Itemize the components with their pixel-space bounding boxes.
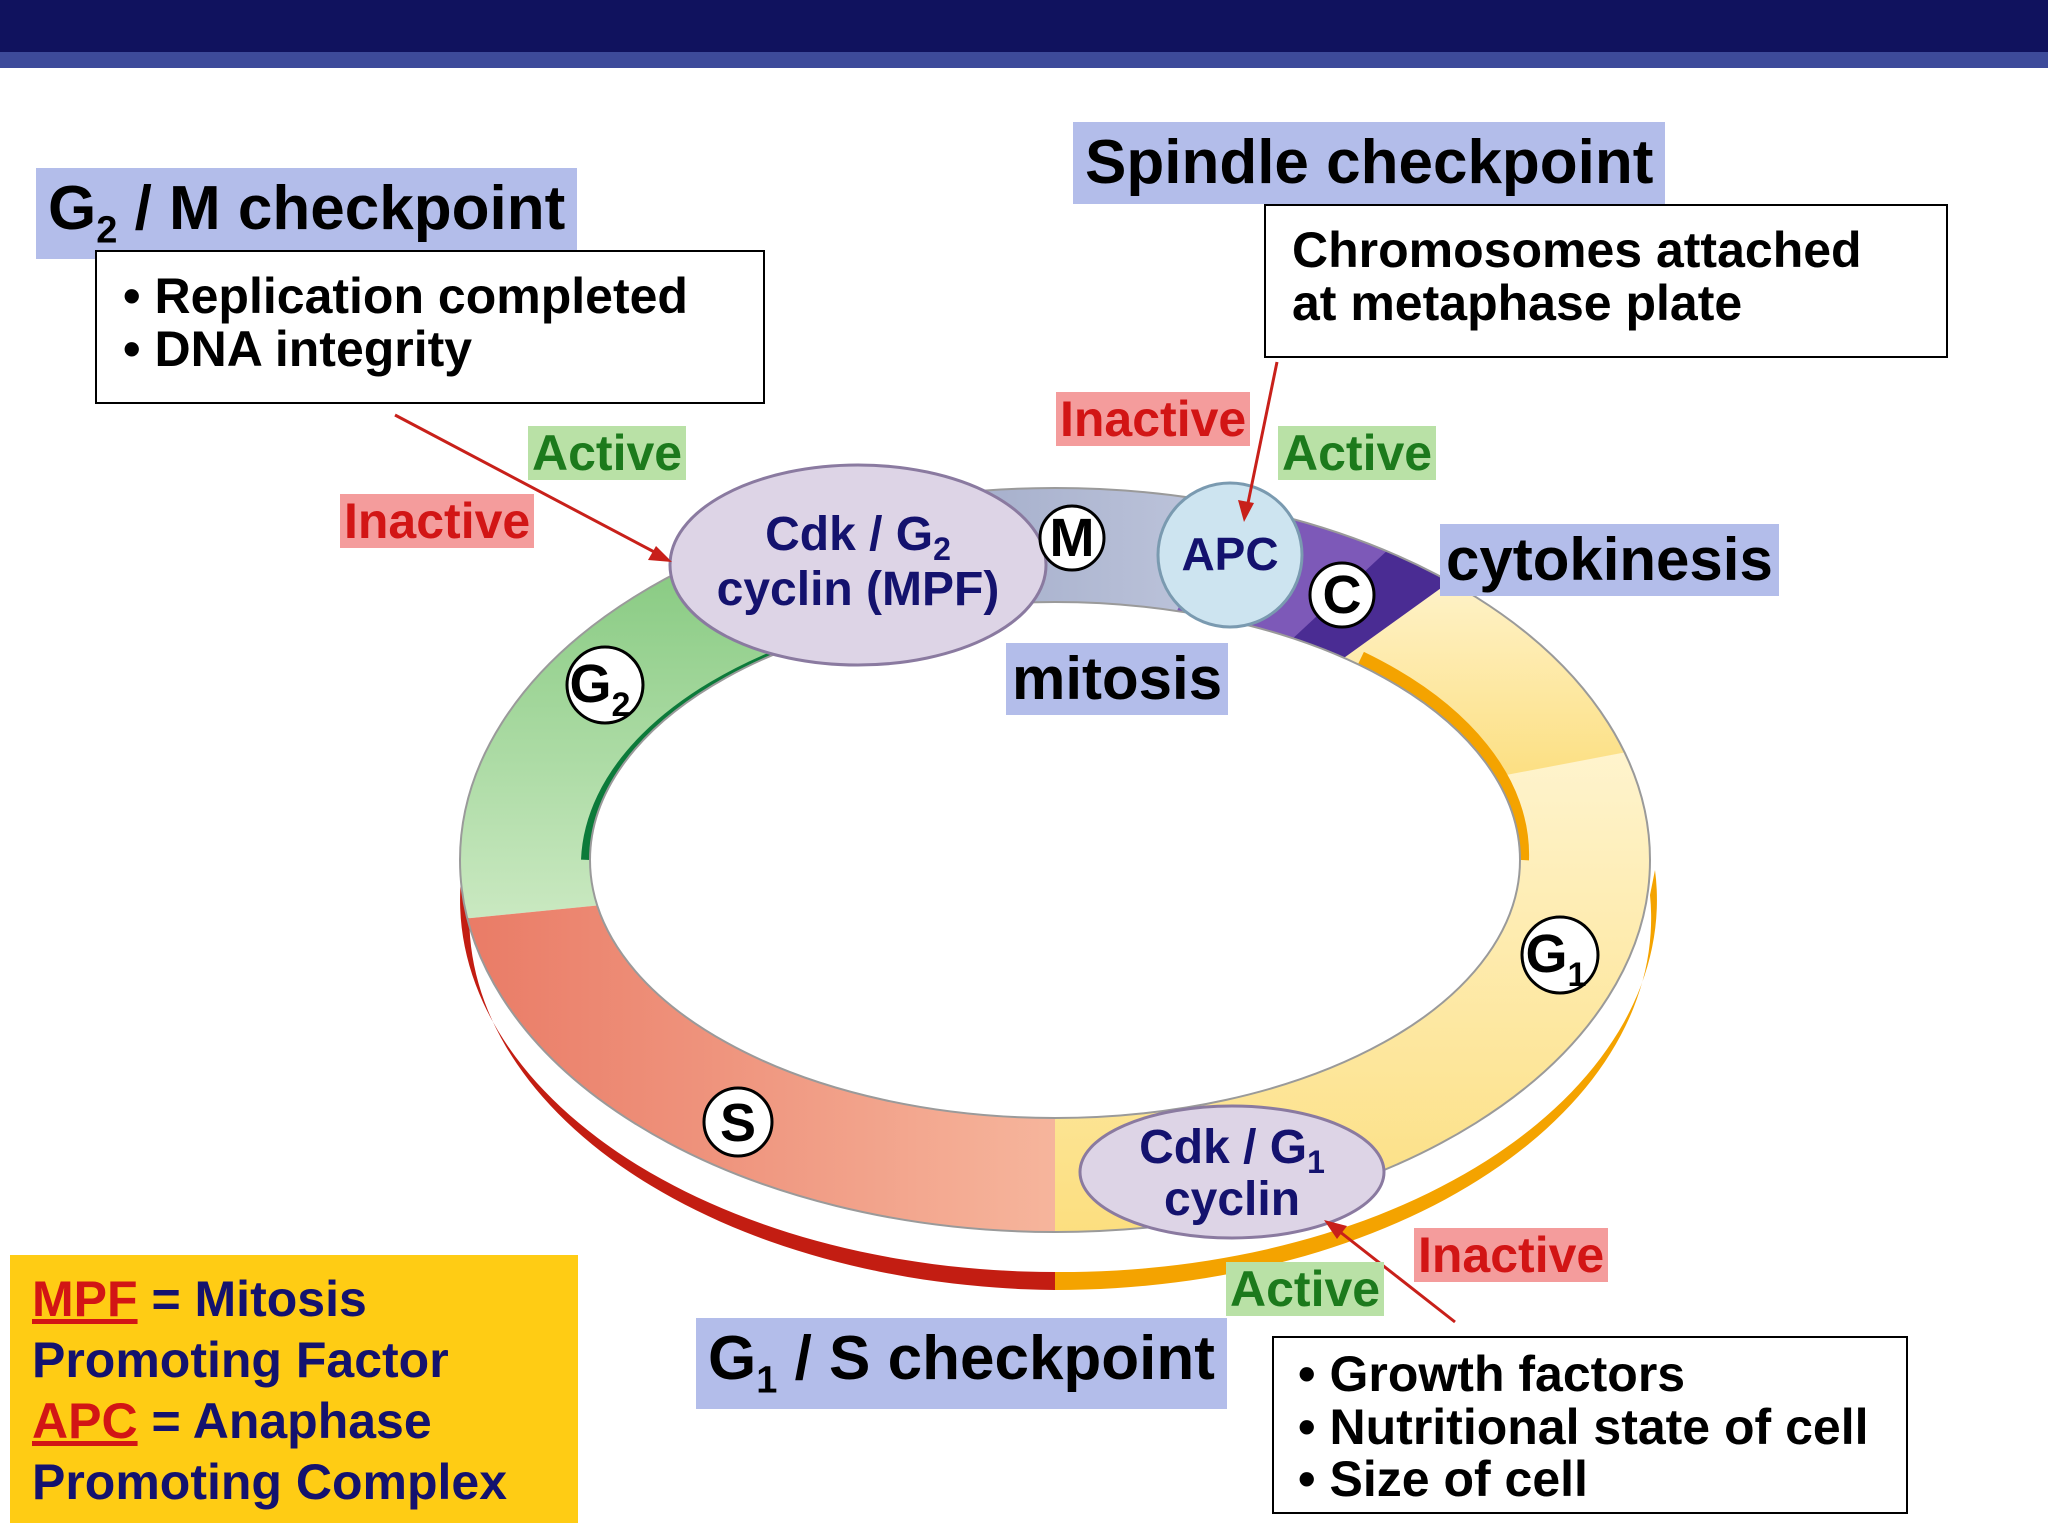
legend-apc-line1: APC = Anaphase — [32, 1393, 432, 1449]
g2-phase-marker — [565, 645, 645, 725]
spindle-active-label: Active — [1278, 426, 1437, 480]
title-bar-accent — [0, 52, 2048, 68]
g1s-condition: Nutritional state of cell — [1298, 1400, 1882, 1454]
spindle-arrow — [1238, 361, 1279, 522]
abbreviation-legend: MPF = Mitosis Promoting Factor APC = Ana… — [10, 1255, 578, 1523]
g1s-checkpoint-title: G1 / S checkpoint — [696, 1318, 1227, 1410]
g2m-conditions-box: Replication completed DNA integrity — [95, 250, 765, 404]
spindle-inactive-label: Inactive — [1056, 392, 1251, 446]
g2-phase-label: G2 — [570, 654, 631, 724]
spindle-condition-line1: Chromosomes attached — [1292, 222, 1862, 278]
cytokinesis-label: cytokinesis — [1440, 524, 1779, 596]
g2m-condition: Replication completed — [123, 270, 737, 323]
g1s-condition: Growth factors — [1298, 1348, 1882, 1401]
g2m-condition: DNA integrity — [123, 322, 737, 376]
g1s-conditions-box: Growth factors Nutritional state of cell… — [1272, 1336, 1908, 1514]
g1s-arrow — [1324, 1220, 1456, 1324]
spindle-condition-line2: at metaphase plate — [1292, 274, 1743, 331]
m-phase-label: M — [1050, 508, 1095, 568]
apc-circle — [1156, 481, 1304, 629]
mpf-label-line1: Cdk / G2 — [765, 508, 951, 567]
g1-cdk-label-line2: cyclin — [1164, 1173, 1300, 1226]
g1-cdk-ellipse — [1078, 1104, 1386, 1240]
mitosis-label: mitosis — [1006, 643, 1229, 715]
g1s-inactive-label: Inactive — [1414, 1228, 1609, 1282]
g2m-inactive-label: Inactive — [340, 494, 535, 548]
legend-apc-line2: Promoting Complex — [32, 1454, 508, 1510]
legend-mpf-line1: MPF = Mitosis — [32, 1271, 367, 1327]
title-bar — [0, 0, 2048, 52]
legend-apc-abbr: APC — [32, 1393, 138, 1449]
spindle-checkpoint-title: Spindle checkpoint — [1073, 122, 1666, 204]
c-phase-marker — [1308, 561, 1376, 629]
m-phase-marker — [1038, 504, 1106, 572]
s-phase-marker — [702, 1086, 774, 1158]
g1-phase-label: G1 — [1526, 924, 1587, 994]
g2m-arrow — [394, 413, 672, 562]
g1s-active-label: Active — [1226, 1262, 1385, 1316]
apc-label: APC — [1181, 528, 1278, 580]
mpf-ellipse — [668, 463, 1048, 667]
legend-mpf-line2: Promoting Factor — [32, 1332, 449, 1388]
mpf-label-line2: cyclin (MPF) — [717, 563, 1000, 616]
legend-mpf-abbr: MPF — [32, 1271, 138, 1327]
c-phase-label: C — [1323, 565, 1362, 625]
spindle-conditions-box: Chromosomes attached at metaphase plate — [1264, 204, 1948, 358]
g1-phase-marker — [1520, 915, 1600, 995]
g2m-active-label: Active — [528, 426, 687, 480]
s-phase-label: S — [720, 1093, 756, 1153]
g2m-checkpoint-title: G2 / M checkpoint — [36, 168, 578, 260]
g1-cdk-label-line1: Cdk / G1 — [1139, 1121, 1325, 1180]
g1s-condition: Size of cell — [1298, 1453, 1882, 1506]
